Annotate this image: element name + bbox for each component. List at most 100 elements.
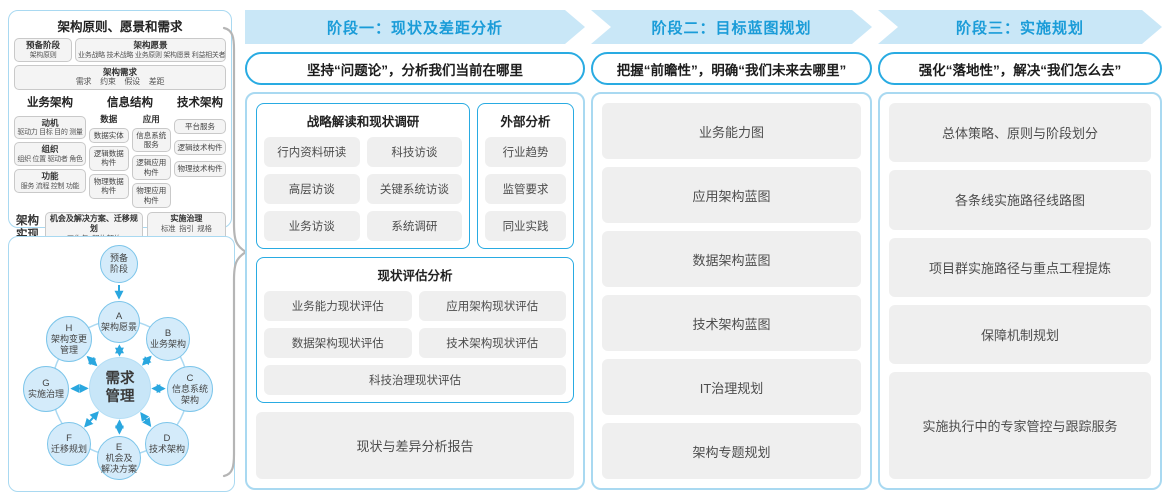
prep-vision-row: 预备阶段 架构原则 架构愿景 业务战略 技术战略 业务原则 架构愿景 利益相关者 [14,38,226,62]
phase-2-banner: 阶段二：目标蓝图规划 [591,10,872,44]
platform-service-box: 平台服务 [174,118,226,135]
center-b-arrow [141,355,152,366]
technology-architecture-column: 技术架构 平台服务 逻辑技术构件 物理技术构件 [174,94,226,208]
adm-node-preliminary: 预备 阶段 [100,245,138,283]
function-sub: 服务 流程 控制 功能 [20,182,80,190]
assessment-item: 应用架构现状评估 [418,291,566,321]
deliverable-box: 项目群实施路径与重点工程提炼 [889,237,1151,297]
assessment-item: 技术架构现状评估 [418,328,566,358]
strategy-research-title: 战略解读和现状调研 [306,115,420,129]
phase-2-column: 阶段二：目标蓝图规划 把握“前瞻性”，明确“我们未来去哪里” 业务能力图 应用架… [591,10,872,490]
research-item: 高层访谈 [264,174,360,204]
center-h-arrow [86,355,98,367]
phase-1-banner: 阶段一：现状及差距分析 [245,10,585,44]
adm-node-e-label: 机会及 解决方案 [100,452,137,474]
motivation-sub: 驱动力 目标 目的 测量 [17,129,83,137]
preliminary-phase-box: 预备阶段 架构原则 [14,38,72,62]
logical-app-component-box: 逻辑应用构件 [131,155,171,181]
architecture-vision-box: 架构愿景 业务战略 技术战略 业务原则 架构愿景 利益相关者 [75,38,226,62]
organization-sub: 组织 位置 驱动者 角色 [17,156,83,164]
function-box: 功能 服务 流程 控制 功能 [14,169,86,193]
adm-node-h-letter: H [65,322,73,334]
motivation-box: 动机 驱动力 目标 目的 测量 [14,115,86,140]
current-state-assessment-title: 现状评估分析 [377,269,453,283]
organization-box: 组织 组织 位置 驱动者 角色 [14,142,86,167]
preliminary-phase-sub: 架构原则 [29,51,57,59]
phase-3-banner: 阶段三：实施规划 [878,10,1162,44]
implementation-governance-sub: 标准 指引 规格 [160,223,212,233]
deliverable-box: 总体策略、原则与阶段划分 [889,103,1151,163]
external-item: 行业趋势 [485,137,566,167]
logical-tech-component-box: 逻辑技术构件 [174,140,226,156]
adm-node-e-letter: E [115,441,123,453]
physical-tech-component-box: 物理技术构件 [174,161,226,177]
phase-3-subtitle: 强化“落地性”，解决“我们怎么去” [878,52,1162,85]
external-item: 同业实践 [485,211,566,241]
function-title: 功能 [41,171,59,182]
organization-title: 组织 [41,144,59,155]
adm-node-g-letter: G [42,378,50,390]
adm-node-requirements-management: 需求 管理 [89,357,151,419]
physical-data-component-box: 物理数据构件 [89,173,129,199]
adm-node-d-letter: D [163,433,171,445]
implementation-governance-title: 实施治理 [170,213,203,223]
external-analysis-title: 外部分析 [500,115,551,129]
center-d-arrow [140,411,152,427]
phase-3-content: 总体策略、原则与阶段划分 各条线实施路径线路图 项目群实施路径与重点工程提炼 保… [878,92,1162,490]
center-f-arrow [84,411,99,428]
business-architecture-column: 业务架构 动机 驱动力 目标 目的 测量 组织 组织 位置 驱动者 角色 功能 … [14,94,86,208]
current-state-assessment-box: 现状评估分析 业务能力现状评估 应用架构现状评估 数据架构现状评估 技术架构现状… [256,257,574,403]
adm-node-a-label: 架构愿景 [100,322,137,333]
business-architecture-header: 业务架构 [27,96,73,109]
phase-1-content: 战略解读和现状调研 行内资料研读 科技访谈 高层访谈 关键系统访谈 业务访谈 系… [245,92,585,490]
gap-analysis-report-box: 现状与差异分析报告 [256,412,574,479]
adm-node-h-label: 架构变更 管理 [50,333,87,355]
architecture-requirements-title: 架构需求 [102,66,137,77]
architecture-vision-title: 架构愿景 [133,40,168,50]
data-subcolumn: 数据 数据实体 逻辑数据构件 物理数据构件 [89,113,129,208]
physical-app-component-box: 物理应用构件 [131,183,171,208]
phase-2-subtitle: 把握“前瞻性”，明确“我们未来去哪里” [591,52,872,85]
deliverable-box: 技术架构蓝图 [602,295,861,351]
assessment-item: 数据架构现状评估 [264,328,412,358]
architecture-requirements-box: 架构需求 需求 约束 假设 差距 [14,64,226,90]
deliverable-box: 保障机制规划 [889,304,1151,365]
is-service-box: 信息系统服务 [131,127,171,153]
adm-node-c-letter: C [186,372,194,384]
phase-3-column: 阶段三：实施规划 强化“落地性”，解决“我们怎么去” 总体策略、原则与阶段划分 … [878,10,1162,490]
assessment-item: 科技治理现状评估 [264,365,566,395]
phase-2-content: 业务能力图 应用架构蓝图 数据架构蓝图 技术架构蓝图 IT治理规划 架构专题规划 [591,92,872,490]
deliverable-box: 应用架构蓝图 [602,167,861,223]
adm-node-c-label: 信息系统 架构 [171,383,208,405]
architecture-requirements-sub: 需求 约束 假设 差距 [75,77,165,87]
strategy-research-box: 战略解读和现状调研 行内资料研读 科技访谈 高层访谈 关键系统访谈 业务访谈 系… [256,103,471,249]
preliminary-phase-title: 预备阶段 [25,40,60,50]
research-item: 行内资料研读 [264,137,360,167]
data-entity-box: 数据实体 [89,127,129,144]
architecture-domains-row: 业务架构 动机 驱动力 目标 目的 测量 组织 组织 位置 驱动者 角色 功能 … [14,94,226,208]
application-subcolumn: 应用 信息系统服务 逻辑应用构件 物理应用构件 [131,113,171,208]
framework-panel-title: 架构原则、愿景和需求 [57,20,183,34]
information-structure-header: 信息结构 [107,96,153,109]
deliverable-box: 各条线实施路径线路图 [889,170,1151,230]
research-item: 系统调研 [366,211,463,241]
adm-node-g-label: 实施治理 [27,389,64,400]
information-structure-column: 信息结构 数据 数据实体 逻辑数据构件 物理数据构件 应用 信息系统服务 逻辑应… [89,94,171,208]
data-subcolumn-label: 数据 [100,113,118,124]
logical-data-component-box: 逻辑数据构件 [89,146,129,171]
adm-node-requirements-label: 需求 管理 [105,370,135,405]
phase-1-subtitle: 坚持“问题论”，分析我们当前在哪里 [245,52,585,85]
deliverable-box: IT治理规划 [602,359,861,415]
deliverable-box: 数据架构蓝图 [602,231,861,287]
research-item: 科技访谈 [366,137,463,167]
motivation-title: 动机 [41,117,59,128]
adm-node-f-letter: F [66,433,72,445]
external-item: 监管要求 [485,174,566,204]
architecture-framework-panel: 架构原则、愿景和需求 预备阶段 架构原则 架构愿景 业务战略 技术战略 业务原则… [8,10,232,246]
